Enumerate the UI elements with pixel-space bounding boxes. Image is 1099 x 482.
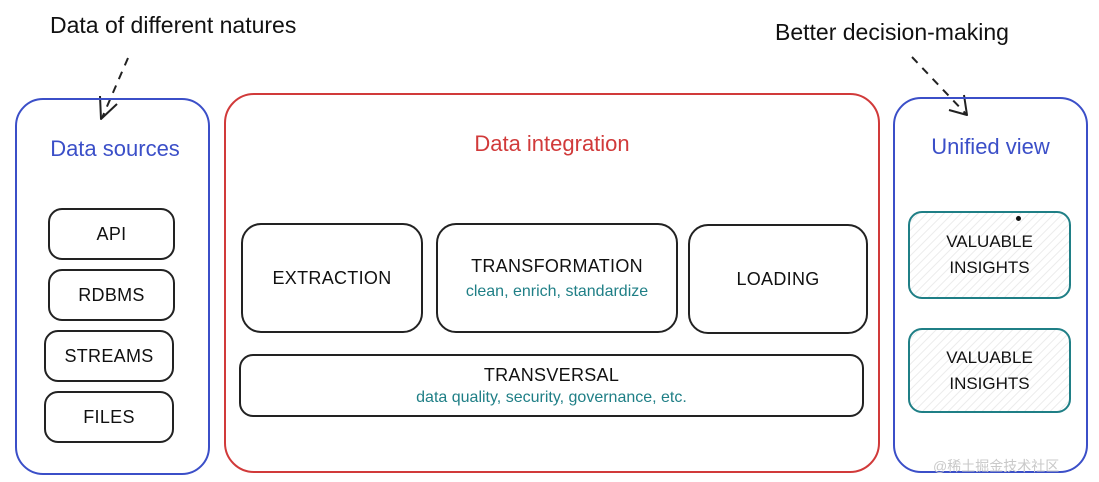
unified-view-panel	[893, 97, 1088, 473]
source-files-label: FILES	[83, 406, 135, 427]
source-api: API	[48, 208, 175, 260]
right-dashed-arrow	[911, 56, 967, 115]
transversal-label: TRANSVERSAL	[483, 364, 620, 385]
insight-card-1-label: VALUABLE INSIGHTS	[946, 232, 1033, 277]
source-streams: STREAMS	[44, 330, 174, 382]
source-streams-label: STREAMS	[64, 345, 154, 366]
insight-card-2: VALUABLE INSIGHTS	[908, 328, 1071, 413]
data-integration-panel	[224, 93, 880, 473]
caption-better-decisions: Better decision-making	[775, 19, 1009, 45]
source-rdbms-label: RDBMS	[78, 284, 145, 305]
dot-marker	[1016, 216, 1021, 221]
data-sources-panel	[15, 98, 210, 475]
watermark-text: @稀土掘金技术社区	[933, 458, 1060, 474]
transformation-subtitle: clean, enrich, standardize	[465, 282, 649, 300]
right-arrowhead	[948, 94, 968, 116]
transversal-box: TRANSVERSAL data quality, security, gove…	[239, 354, 864, 417]
transformation-label: TRANSFORMATION	[471, 255, 643, 276]
transformation-box: TRANSFORMATION clean, enrich, standardiz…	[436, 223, 678, 333]
caption-data-natures: Data of different natures	[50, 12, 297, 38]
extraction-label: EXTRACTION	[272, 267, 392, 288]
loading-label: LOADING	[736, 268, 820, 289]
data-integration-title: Data integration	[474, 131, 630, 156]
left-arrowhead	[99, 95, 118, 120]
unified-view-title: Unified view	[931, 134, 1050, 159]
data-sources-title: Data sources	[50, 136, 180, 161]
loading-box: LOADING	[688, 224, 868, 334]
insight-card-2-label: VALUABLE INSIGHTS	[946, 347, 1033, 393]
extraction-box: EXTRACTION	[241, 223, 423, 333]
insight-card-1: VALUABLE INSIGHTS	[908, 211, 1071, 299]
source-files: FILES	[44, 391, 174, 443]
source-api-label: API	[96, 223, 127, 244]
transversal-subtitle: data quality, security, governance, etc.	[416, 388, 687, 406]
left-dashed-arrow	[101, 57, 129, 119]
source-rdbms: RDBMS	[48, 269, 175, 321]
